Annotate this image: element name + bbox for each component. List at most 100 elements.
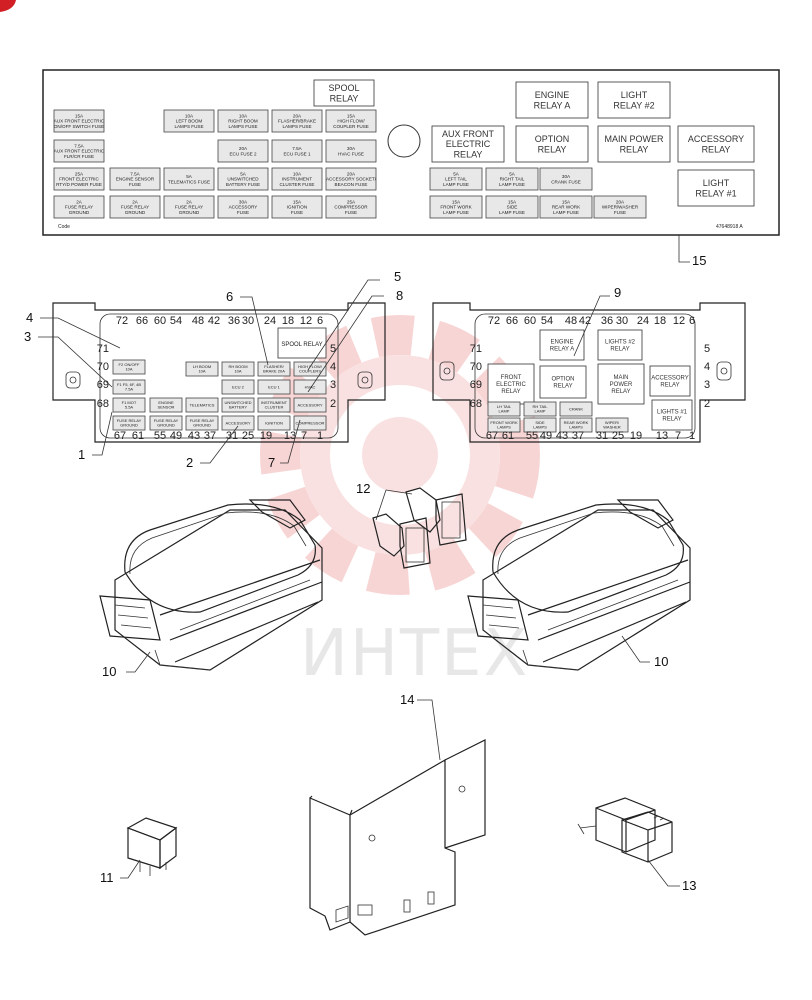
decal-fuse-f8-line: 5A	[186, 174, 193, 179]
decal-fuse-f28-line: FUSE	[614, 210, 626, 215]
right-box-relay-b6-line: ACCESSORY	[651, 376, 689, 382]
decal-fuse-f27-line: REAR WORK	[552, 205, 581, 210]
decal-relay-r2-line: RELAY	[454, 150, 483, 160]
callout-9: 9	[614, 285, 621, 300]
right-box-cell-s7-line: WASHER	[603, 425, 621, 430]
top-view-callouts: 4 3 1 2 6 5 8 7 9	[24, 269, 621, 470]
right-box-cell-s7: WIPER/WASHER	[595, 417, 629, 433]
decal-fuse-f14-line: FLASHER/BRAKE	[278, 119, 316, 124]
decal-fuse-f2-line: 7.5A	[74, 143, 84, 148]
decal-fuse-f21-line: 25A	[347, 199, 356, 204]
decal-fuse-f18-line: COUPLER FUSE	[333, 124, 369, 129]
decal-fuse-f9-line: GROUND	[179, 210, 200, 215]
right-box-terminal-number: 36	[601, 315, 613, 327]
right-box-terminal-number: 67	[486, 430, 498, 442]
right-box-cell-s6-line: LAMPS	[569, 425, 583, 430]
fuse-box-assembly-right	[467, 499, 691, 671]
decal-code-label: Code	[58, 224, 70, 230]
decal-fuse-f13-line: 30A	[239, 199, 248, 204]
right-box-terminal-number: 24	[637, 315, 649, 327]
right-box-terminal-number: 70	[470, 361, 482, 373]
left-box-cell-c2-line: 7.5A	[125, 387, 134, 392]
decal-fuse-f20-line: BEACON FUSE	[335, 182, 368, 187]
right-box-relay-b1-line: RELAY A	[550, 347, 574, 353]
right-box-relay-b5-line: POWER	[610, 382, 633, 388]
decal-fuse-f25-line: LAMP FUSE	[443, 210, 469, 215]
callout-6: 6	[226, 289, 233, 304]
decal-fuse-f1-line: ON/OFF SWITCH FUSE	[54, 124, 104, 129]
decal-fuse-f22-line: LAMP FUSE	[443, 182, 469, 187]
left-box-terminal-number: 66	[136, 315, 148, 327]
left-box-cell-c19-line: HVAC	[305, 384, 316, 389]
right-box-terminal-number: 31	[596, 430, 608, 442]
left-box-terminal-number: 7	[301, 430, 307, 442]
decal-fuse-f16-line: 10A	[293, 171, 302, 176]
decal-fuse-f15-line: 7.5A	[292, 146, 302, 151]
left-box-cell-c19: HVAC	[293, 379, 327, 395]
left-box-terminal-number: 19	[260, 430, 272, 442]
decal-fuse-f23-line: RIGHT TAIL	[500, 177, 525, 182]
left-box-cell-c17: IGNITION	[257, 415, 291, 431]
right-box-terminal-number: 12	[673, 315, 685, 327]
watermark-text: ИНТЕХ	[300, 617, 529, 691]
left-box-cell-c1-line: 10A	[125, 367, 132, 372]
decal-fuse-f20-line: ACCESSORY SOCKET/	[326, 177, 377, 182]
left-box-terminal-number: 60	[154, 315, 166, 327]
right-box-cell-s3: CRANK	[559, 401, 593, 417]
right-box-cell-s4-line: FRONT WORK	[490, 420, 518, 425]
right-box-cell-s6-line: REAR WORK	[564, 420, 589, 425]
callout-2: 2	[186, 455, 193, 470]
left-box-cell-c17-line: IGNITION	[265, 420, 283, 425]
decal-fuse-f10-line: LAMPS FUSE	[228, 124, 257, 129]
decal-fuse-f1-line: 15A	[75, 113, 84, 118]
decal-relay-r5-line: OPTION	[535, 134, 570, 144]
decal-relay-r3-line: RELAY A	[534, 100, 571, 110]
left-box-cell-c5: TELEMATICS	[185, 397, 219, 413]
decal-fuse-f3-line: 25A	[75, 171, 84, 176]
fuse-box-assembly-left	[99, 499, 323, 671]
decal-fuse-f10-line: RIGHT BOOM	[228, 119, 258, 124]
callout-15: 15	[692, 253, 706, 268]
decal-fuse-f1-line: AUX FRONT ELECTRIC	[54, 119, 105, 124]
callout-1: 1	[78, 447, 85, 462]
right-box-terminal-number: 48	[565, 315, 577, 327]
decal-relay-r4-line: RELAY #2	[613, 100, 654, 110]
left-box-terminal-number: 71	[97, 343, 109, 355]
decal-fuse-f12-line: UNSWITCHED	[227, 177, 259, 182]
callout-10-left: 10	[102, 664, 116, 679]
right-box-terminal-number: 49	[540, 430, 552, 442]
left-box-cell-c7-line: GROUND	[157, 423, 175, 428]
left-box-cell-c20-line: ACCESSORY	[297, 402, 322, 407]
right-box-cell-s4-line: LAMPS	[497, 425, 511, 430]
decal-fuse-f7-line: LAMPS FUSE	[174, 124, 203, 129]
right-box-terminal-number: 4	[704, 361, 710, 373]
decal-fuse-f10-line: 10A	[239, 113, 248, 118]
right-box-relay-b5-line: RELAY	[611, 389, 630, 395]
left-box-cell-c10-line: 10A	[234, 369, 241, 374]
right-box-cell-s3-line: CRANK	[569, 406, 583, 411]
left-box-terminal-number: 69	[97, 379, 109, 391]
decal-fuse-f2-line: AUX FRONT ELECTRIC	[54, 149, 105, 154]
